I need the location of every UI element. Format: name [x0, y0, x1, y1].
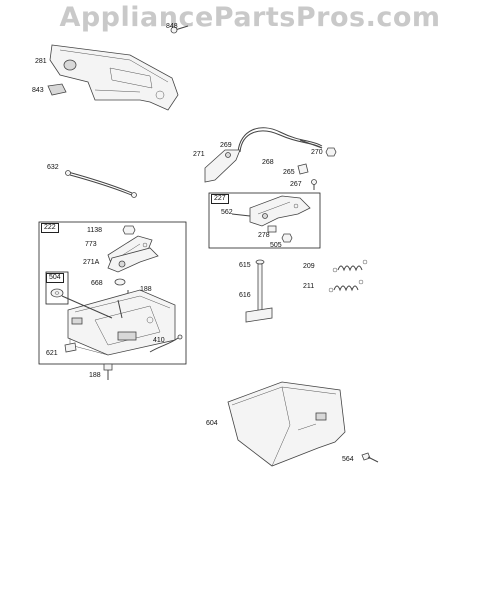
spring-209-drawing — [332, 259, 368, 273]
part-label-843: 843 — [32, 87, 44, 94]
group-label-227: 227 — [211, 194, 229, 204]
part-label-615: 615 — [239, 262, 251, 269]
spring-211-drawing — [328, 279, 364, 293]
nut-505-drawing — [281, 233, 293, 243]
watermark-text: AppliancePartsPros.com — [59, 2, 441, 33]
clip-843-drawing — [47, 83, 67, 96]
part-label-269: 269 — [220, 142, 232, 149]
spring-410-drawing — [149, 334, 183, 353]
group-label-504: 504 — [46, 273, 64, 283]
part-label-621: 621 — [46, 350, 58, 357]
part-label-188-lower: 188 — [89, 372, 101, 379]
lever-271A-drawing — [107, 247, 159, 273]
clip-265-drawing — [297, 163, 309, 175]
part-label-604: 604 — [206, 420, 218, 427]
group-label-222: 222 — [41, 223, 59, 233]
part-label-1138: 1138 — [87, 227, 103, 234]
cable-268-drawing — [237, 127, 323, 153]
part-label-211: 211 — [303, 283, 315, 290]
part-label-564: 564 — [342, 456, 354, 463]
control-lever-562-drawing — [231, 195, 311, 227]
screw-267-drawing — [311, 179, 317, 190]
part-label-773: 773 — [85, 241, 97, 248]
bracket-281-drawing — [49, 44, 179, 111]
part-label-267: 267 — [290, 181, 302, 188]
link-rod-632-drawing — [65, 170, 137, 198]
part-label-616: 616 — [239, 292, 251, 299]
clip-621-drawing — [64, 342, 77, 353]
control-bracket-drawing — [67, 289, 176, 356]
part-label-278: 278 — [258, 232, 270, 239]
part-label-209: 209 — [303, 263, 315, 270]
part-label-281: 281 — [35, 58, 47, 65]
part-label-668: 668 — [91, 280, 103, 287]
part-label-270: 270 — [311, 149, 323, 156]
screw-848-drawing — [170, 25, 189, 34]
group-222-frame — [38, 221, 187, 365]
group-504-frame — [45, 271, 69, 305]
part-label-265: 265 — [283, 169, 295, 176]
part-label-268: 268 — [262, 159, 274, 166]
nut-1138-drawing — [122, 225, 136, 235]
part-label-632: 632 — [47, 164, 59, 171]
washer-668-drawing — [114, 278, 126, 286]
screw-564-drawing — [361, 452, 379, 463]
part-label-505: 505 — [270, 242, 282, 249]
part-label-848: 848 — [166, 23, 178, 30]
screw-188b-drawing — [103, 363, 113, 380]
lever-271-drawing — [204, 149, 241, 183]
leader-504 — [61, 295, 113, 319]
part-label-271A: 271A — [83, 259, 100, 266]
cover-604-drawing — [227, 381, 346, 467]
shaft-616-drawing — [245, 259, 273, 323]
part-label-562: 562 — [221, 209, 233, 216]
part-label-271: 271 — [193, 151, 205, 158]
bushing-278-drawing — [267, 225, 277, 233]
nut-270-drawing — [325, 147, 337, 157]
part-label-188-upper: 188 — [140, 286, 152, 293]
washer-504-drawing — [50, 288, 64, 298]
group-227-frame — [208, 192, 321, 249]
part-label-410: 410 — [153, 337, 165, 344]
